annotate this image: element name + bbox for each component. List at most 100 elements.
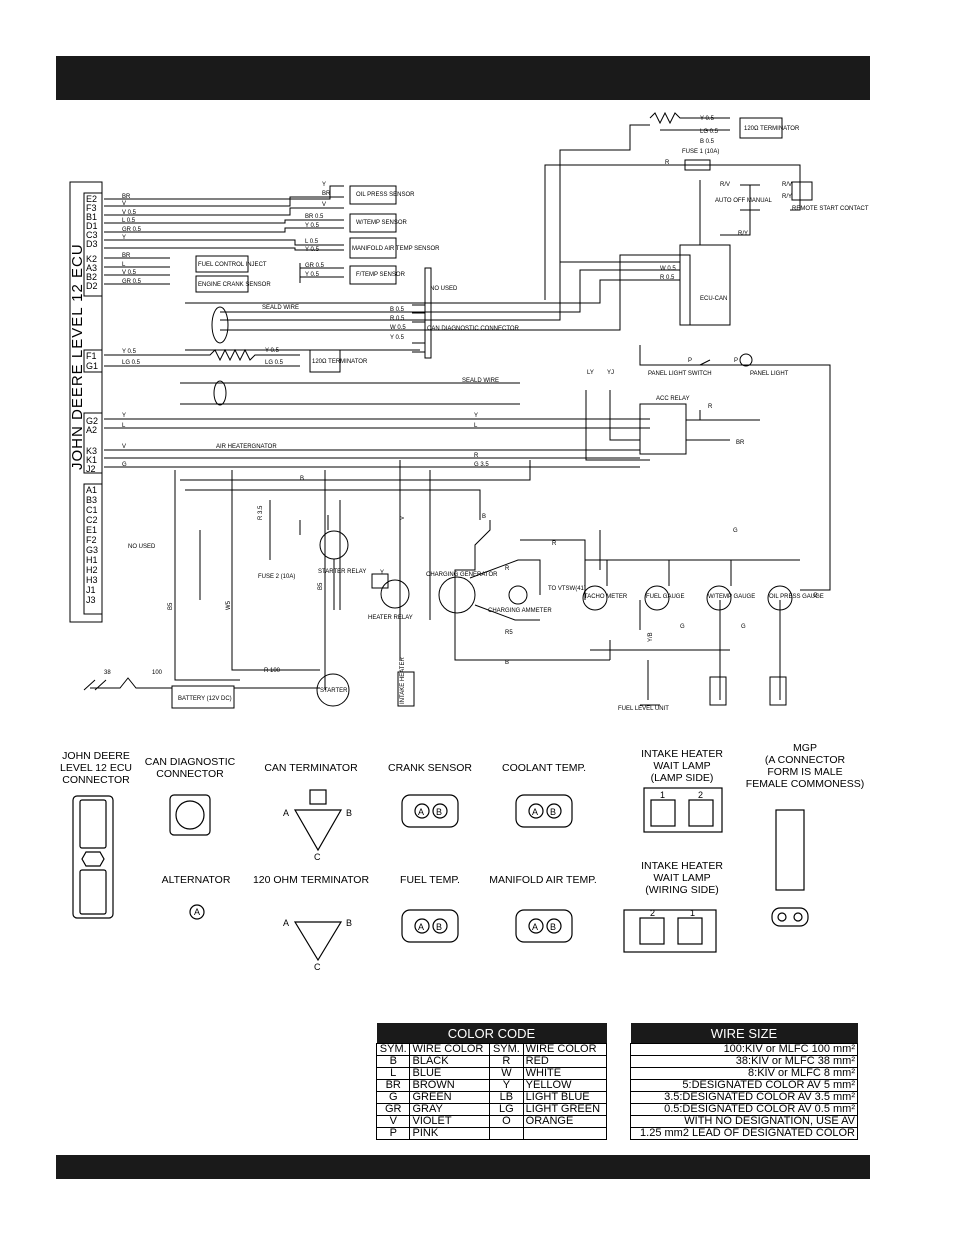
wire-label: Y 0.5 bbox=[122, 349, 137, 355]
wire-label: R/Y bbox=[738, 231, 748, 237]
wire-label: W 0.5 bbox=[660, 266, 676, 272]
table-cell: LB bbox=[489, 1091, 524, 1104]
wire-label: B5 bbox=[318, 582, 324, 590]
ecu-pins-mid: F1 G1 bbox=[86, 351, 98, 371]
wire-label: 38 bbox=[104, 670, 111, 676]
wire-label: R 0.5 bbox=[390, 316, 405, 322]
pin-letter: B bbox=[436, 807, 442, 817]
wire-label: BR bbox=[736, 440, 745, 446]
heater-relay-symbol bbox=[380, 579, 410, 609]
wire-label: LG 0.5 bbox=[265, 360, 284, 366]
can-diag-connector-drawing bbox=[169, 794, 211, 836]
wire-label: P bbox=[688, 358, 692, 364]
header-cell: WIRE COLOR bbox=[409, 1043, 491, 1056]
ecu-can-label: ECU-CAN bbox=[700, 296, 727, 302]
wire-label: Y 0.5 bbox=[305, 272, 320, 278]
table-row: 8:KIV or MLFC 8 mm² bbox=[630, 1067, 858, 1080]
wire-label: Y bbox=[122, 413, 126, 419]
ohm120-terminator-drawing bbox=[293, 921, 343, 962]
can-diag-label: CAN DIAGNOSTIC CONNECTOR bbox=[427, 326, 520, 332]
wire-label: LG 0.5 bbox=[122, 360, 141, 366]
table-cell: GREEN bbox=[409, 1091, 491, 1104]
not-used-label-2: NO USED bbox=[430, 286, 458, 292]
wire-label: G bbox=[813, 593, 818, 599]
caption-mgp: MGP (A CONNECTOR FORM IS MALE FEMALE COM… bbox=[745, 742, 865, 790]
pin-letter: A bbox=[283, 918, 289, 928]
acc-relay-label: ACC RELAY bbox=[656, 396, 690, 402]
wire-label: LG 0.5 bbox=[700, 129, 719, 135]
header-cell: SYM. bbox=[375, 1043, 411, 1056]
f-temp-sensor-label: F/TEMP SENSOR bbox=[356, 272, 406, 278]
caption-crank-sensor: CRANK SENSOR bbox=[387, 762, 472, 774]
ecu-pins-bottom: A1 B3 C1 C2 E1 F2 G3 H1 H2 H3 J1 J3 bbox=[86, 485, 98, 605]
caption-can-terminator: CAN TERMINATOR bbox=[264, 762, 358, 774]
pin-g2: G2 bbox=[86, 416, 98, 426]
caption-ohm120: 120 OHM TERMINATOR bbox=[252, 874, 370, 886]
table-row: L BLUE W WHITE bbox=[375, 1067, 608, 1080]
pin-b3: B3 bbox=[86, 495, 97, 505]
table-cell: PINK bbox=[409, 1127, 491, 1140]
table-row: WITH NO DESIGNATION, USE AV bbox=[630, 1115, 858, 1128]
wire-label: W5 bbox=[226, 600, 232, 610]
table-cell: 3.5:DESIGNATED COLOR AV 3.5 mm² bbox=[630, 1091, 858, 1104]
table-cell: V bbox=[375, 1115, 411, 1128]
pin-c3: C3 bbox=[86, 230, 98, 240]
pin-letter: A bbox=[418, 807, 424, 817]
wire-label: LY bbox=[587, 370, 594, 376]
pin-c2: C2 bbox=[86, 515, 98, 525]
crank-sensor-drawing bbox=[401, 794, 459, 828]
ecu-pins-top: E2 F3 B1 D1 C3 D3 K2 A3 B2 D2 bbox=[86, 194, 98, 291]
pin-j3: J3 bbox=[86, 595, 96, 605]
wire-size-title: WIRE SIZE bbox=[630, 1023, 858, 1044]
air-heater-label: AIR HEATERGNATOR bbox=[216, 444, 277, 450]
remote-start-label: REMOTE START CONTACT bbox=[792, 206, 869, 212]
pin-d1: D1 bbox=[86, 221, 98, 231]
mgp-drawing bbox=[775, 809, 805, 891]
wire-label: B 0.5 bbox=[390, 307, 405, 313]
pin-number: 2 bbox=[698, 790, 703, 800]
wire-label: R bbox=[552, 541, 557, 547]
wire-label: R bbox=[505, 566, 510, 572]
wire-label: 100 bbox=[152, 670, 163, 676]
table-cell: LIGHT BLUE bbox=[522, 1091, 608, 1104]
table-cell: GRAY bbox=[409, 1103, 491, 1116]
wire-label: V bbox=[122, 444, 126, 450]
wire-label: B bbox=[300, 476, 304, 482]
battery-label: BATTERY (12V DC) bbox=[178, 696, 232, 702]
wire-label: YJ bbox=[607, 370, 614, 376]
wire-label: B bbox=[505, 660, 509, 666]
table-row: GR GRAY LG LIGHT GREEN bbox=[375, 1103, 608, 1116]
wire-label: BR bbox=[122, 253, 131, 259]
tacho-gauge bbox=[582, 585, 608, 611]
pin-e1: E1 bbox=[86, 525, 97, 535]
wire-label: R 0.5 bbox=[660, 275, 675, 281]
intake-heater-label: INTAKE HEATER bbox=[400, 657, 406, 704]
fuel-level-label: FUEL LEVEL UNIT bbox=[618, 706, 669, 712]
wire-label: R bbox=[665, 160, 670, 166]
wire-label: Y 0.5 bbox=[305, 247, 320, 253]
table-cell: ORANGE bbox=[522, 1115, 608, 1128]
panel-light-label: PANEL LIGHT bbox=[750, 371, 789, 377]
wire-label: R/Y bbox=[782, 194, 792, 200]
wire-label: V 0.5 bbox=[122, 270, 137, 276]
fuse2-label: FUSE 2 (10A) bbox=[258, 574, 295, 580]
wire-label: G bbox=[680, 624, 685, 630]
table-cell: 38:KIV or MLFC 38 mm² bbox=[630, 1055, 858, 1068]
fuel-gauge bbox=[644, 585, 670, 611]
table-header-row: SYM. WIRE COLOR SYM. WIRE COLOR bbox=[375, 1043, 608, 1056]
wire-label: GR 0.5 bbox=[122, 227, 142, 233]
table-cell: WITH NO DESIGNATION, USE AV bbox=[630, 1115, 858, 1128]
wire-label: Y bbox=[322, 182, 326, 188]
pin-f1: F1 bbox=[86, 351, 97, 361]
terminator-120-label: 120Ω TERMINATOR bbox=[312, 359, 368, 365]
ecu-vertical-label: JOHN DEERE LEVEL 12 ECU bbox=[69, 243, 86, 470]
wire-label: R5 bbox=[505, 630, 513, 636]
wire-label: V 0.5 bbox=[122, 210, 137, 216]
panel-light-switch-label: PANEL LIGHT SWITCH bbox=[648, 371, 712, 377]
wire-label: G bbox=[122, 462, 127, 468]
wire-label: Y 0.5 bbox=[700, 116, 715, 122]
wire-label: Y bbox=[380, 570, 384, 576]
oil-press-gauge-label: OIL PRESS GAUGE bbox=[769, 594, 824, 600]
table-row: V VIOLET O ORANGE bbox=[375, 1115, 608, 1128]
